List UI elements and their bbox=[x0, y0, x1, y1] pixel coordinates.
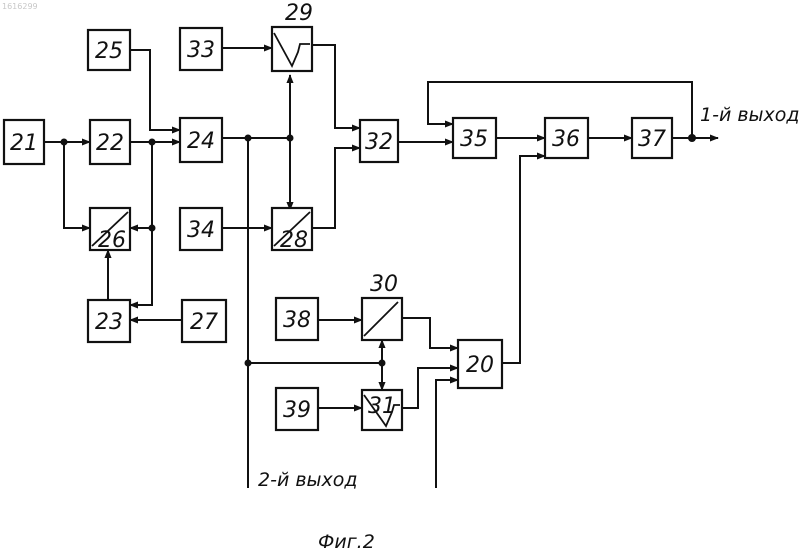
figure-caption: Фиг.2 bbox=[318, 531, 375, 549]
block-24: 24 bbox=[180, 118, 222, 162]
block-38: 38 bbox=[276, 298, 318, 340]
svg-text:21: 21 bbox=[10, 131, 38, 156]
block-33: 33 bbox=[180, 28, 222, 70]
svg-text:34: 34 bbox=[187, 218, 215, 243]
svg-text:20: 20 bbox=[466, 353, 494, 378]
block-25: 25 bbox=[88, 30, 130, 70]
document-number: 1616299 bbox=[2, 2, 38, 11]
svg-text:22: 22 bbox=[96, 131, 124, 156]
block-28-switch: 28 bbox=[272, 208, 312, 253]
svg-text:24: 24 bbox=[187, 129, 215, 154]
output-1-label: 1-й выход bbox=[700, 104, 800, 126]
block-35: 35 bbox=[453, 118, 496, 158]
svg-text:30: 30 bbox=[370, 272, 398, 297]
block-37: 37 bbox=[632, 118, 672, 158]
block-30-switch: 30 bbox=[362, 272, 402, 340]
block-23: 23 bbox=[88, 300, 130, 342]
svg-text:36: 36 bbox=[552, 127, 580, 152]
svg-text:27: 27 bbox=[190, 310, 218, 335]
block-27: 27 bbox=[182, 300, 226, 342]
svg-text:32: 32 bbox=[365, 130, 393, 155]
block-20: 20 bbox=[458, 340, 502, 388]
svg-text:26: 26 bbox=[98, 228, 126, 253]
svg-text:39: 39 bbox=[283, 398, 311, 423]
block-26-switch: 26 bbox=[90, 208, 130, 253]
block-36: 36 bbox=[545, 118, 588, 158]
block-31-switch: 31 bbox=[362, 390, 402, 430]
block-39: 39 bbox=[276, 388, 318, 430]
block-29-switch: 29 bbox=[272, 1, 313, 71]
svg-text:37: 37 bbox=[638, 127, 666, 152]
svg-text:31: 31 bbox=[368, 394, 396, 419]
svg-text:25: 25 bbox=[95, 39, 123, 64]
output-2-label: 2-й выход bbox=[258, 469, 358, 491]
svg-text:23: 23 bbox=[95, 310, 123, 335]
svg-text:29: 29 bbox=[285, 1, 313, 26]
svg-text:38: 38 bbox=[283, 308, 311, 333]
block-34: 34 bbox=[180, 208, 222, 250]
svg-text:28: 28 bbox=[280, 228, 308, 253]
block-32: 32 bbox=[360, 120, 398, 162]
svg-text:35: 35 bbox=[460, 127, 488, 152]
block-21: 21 bbox=[4, 120, 44, 164]
svg-text:33: 33 bbox=[187, 38, 215, 63]
block-22: 22 bbox=[90, 120, 130, 164]
